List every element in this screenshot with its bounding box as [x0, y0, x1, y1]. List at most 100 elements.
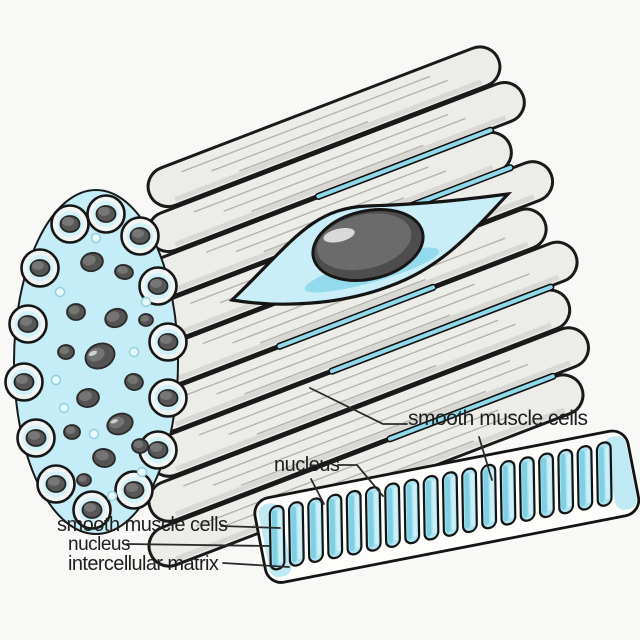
strip-cell — [422, 474, 440, 541]
free-nucleus — [124, 373, 144, 391]
nucleus-sheen — [117, 266, 128, 274]
fiber-streak — [223, 117, 466, 212]
strip-cell-light — [470, 472, 475, 526]
fiber-shading — [174, 115, 507, 247]
strip-cell-shade — [387, 487, 393, 544]
strip-cell-shade — [579, 450, 586, 507]
label-smooth-muscle-cells-bundle: smooth muscle cells — [408, 407, 588, 430]
nucleus-highlight — [88, 350, 98, 357]
fiber-streak — [181, 75, 431, 173]
matrix-cyan-right — [604, 436, 637, 510]
free-nucleus — [84, 342, 116, 370]
fiber-streak — [244, 314, 451, 395]
strip-cell-light — [335, 498, 341, 552]
strip-cell-shade — [367, 491, 374, 548]
free-nucleus — [76, 473, 92, 487]
nucleus-sheen — [28, 431, 40, 440]
nucleus-sheen — [78, 475, 87, 482]
label-smooth-muscle-cells-strip: smooth muscle cells — [57, 514, 228, 536]
free-nucleus — [104, 307, 128, 329]
free-nucleus — [114, 264, 134, 280]
cyan-gap-wedge — [275, 283, 437, 350]
fiber-shading — [174, 322, 553, 472]
nucleus-sheen — [98, 207, 110, 216]
strip-cell — [480, 463, 498, 530]
matrix-vesicle — [50, 374, 62, 386]
matrix-vesicle — [128, 346, 140, 358]
free-nucleus — [106, 412, 134, 436]
nucleus-sheen — [95, 450, 109, 461]
nucleus-body — [317, 213, 412, 271]
fiber-streak — [251, 144, 424, 212]
cross-section-cell — [138, 266, 178, 306]
nucleus-highlight — [323, 227, 355, 243]
nucleus-sheen — [140, 315, 149, 322]
nucleus-sheen — [126, 483, 138, 492]
fiber-streak — [228, 323, 516, 435]
strip-cell-light — [585, 450, 591, 504]
strip-cell-shade — [290, 506, 297, 563]
cross-section-cell — [36, 464, 76, 504]
free-nucleus — [66, 303, 86, 321]
nucleus-sheen — [160, 391, 172, 400]
label-nucleus-strip: nucleus — [68, 534, 131, 555]
highlighted-smooth-muscle-cell — [228, 191, 513, 306]
strip-cell — [287, 501, 305, 567]
strip-cell — [518, 456, 536, 522]
strip-cell-light — [374, 491, 379, 545]
strip-cell-light — [566, 454, 572, 507]
strip-cell-shade — [310, 502, 317, 559]
strip-cell-light — [297, 506, 302, 560]
nucleus-sheen — [62, 217, 74, 226]
cross-section-cells — [4, 194, 188, 530]
leader-strip-cells — [220, 525, 281, 529]
cross-section-cell — [86, 194, 126, 234]
strip-cell-shade — [541, 457, 547, 514]
strip-cell — [345, 489, 363, 556]
cross-section-cell — [20, 248, 60, 288]
free-nucleus — [63, 424, 81, 440]
strip-cell-light — [278, 510, 283, 563]
leader-lines — [126, 387, 493, 568]
fiber-body — [146, 45, 502, 209]
free-nucleus — [131, 438, 149, 454]
strip-cell — [499, 459, 517, 526]
strip-cell-shade — [598, 446, 605, 503]
nucleus-sheen — [132, 229, 144, 238]
cross-section-cell — [72, 490, 112, 530]
fiber-streak — [183, 359, 511, 487]
fiber-body — [147, 326, 590, 523]
nucleus-sheen — [20, 317, 32, 326]
strip-cell-shade — [521, 461, 528, 518]
cell-strip — [253, 429, 640, 584]
fiber-streak — [198, 319, 499, 436]
strip-cell-shade — [464, 472, 470, 529]
strip-cell-shade — [483, 469, 490, 525]
strip-cell-shade — [560, 454, 567, 511]
fiber-streak — [211, 79, 448, 172]
matrix-vesicle — [58, 402, 70, 414]
fiber-streak — [256, 364, 437, 435]
cross-section-cell — [148, 378, 188, 418]
strip-cell-light — [316, 502, 321, 556]
fiber-streak — [216, 273, 530, 395]
leader-bundle-nucleus — [337, 464, 384, 497]
nucleus-sheen — [48, 477, 60, 486]
nucleus-sheen — [109, 416, 125, 429]
strip-cell — [441, 471, 459, 537]
free-nucleus — [57, 344, 75, 360]
muscle-fiber — [146, 81, 526, 254]
fiber-streak — [186, 283, 475, 396]
cyan-gap-wedge — [314, 126, 495, 200]
fiber-shading — [174, 241, 529, 382]
strip-cells — [268, 441, 613, 571]
strip-cell-light — [451, 476, 456, 530]
strip-cell — [326, 493, 344, 560]
cross-section-nuclei — [57, 251, 154, 487]
nucleus-sheen — [87, 347, 105, 362]
leader-strip-matrix — [222, 562, 290, 568]
strip-cell — [595, 441, 613, 507]
fiber-shading — [175, 360, 571, 517]
free-nucleus — [92, 448, 116, 468]
